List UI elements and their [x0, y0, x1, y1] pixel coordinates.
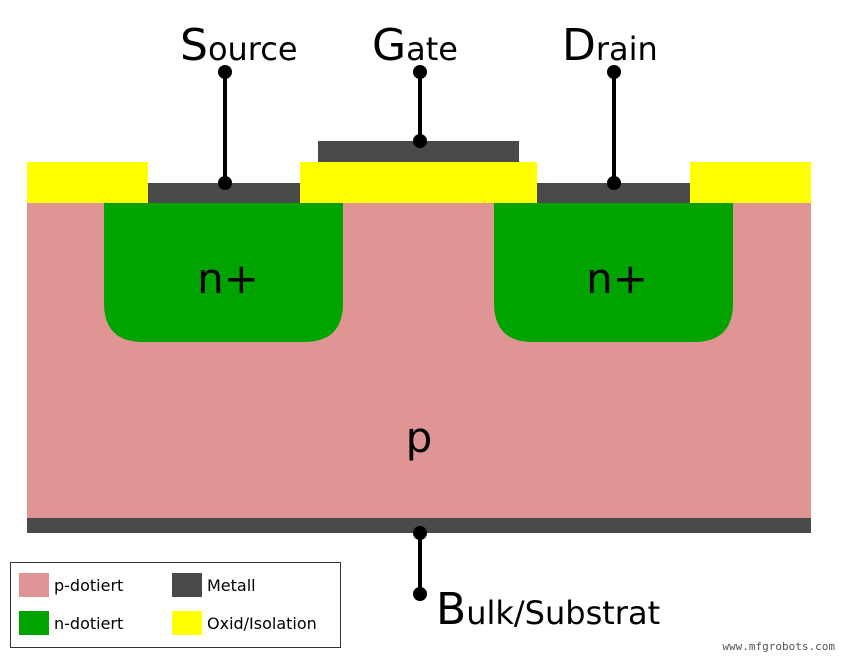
legend-swatch-metal	[172, 573, 202, 597]
legend-swatch-n-doped	[19, 611, 49, 635]
n-plus-drain-label: n+	[586, 254, 648, 303]
legend: p-dotiert Metall n-dotiert Oxid/Isolatio…	[10, 562, 341, 648]
n-plus-source-label: n+	[197, 254, 259, 303]
oxide-right	[690, 162, 811, 203]
legend-item-p-doped: p-dotiert	[19, 573, 123, 597]
legend-label-p-doped: p-dotiert	[54, 575, 124, 595]
source-metal-contact	[148, 183, 300, 203]
drain-lead	[607, 65, 621, 190]
legend-label-metal: Metall	[207, 575, 256, 595]
legend-item-metal: Metall	[172, 573, 256, 597]
gate-label: Gate	[372, 20, 458, 71]
n-plus-source-region	[104, 203, 343, 342]
source-lead	[218, 65, 232, 190]
drain-metal-contact	[537, 183, 690, 203]
gate-oxide	[300, 162, 537, 203]
p-substrate-label: p	[406, 413, 433, 462]
bulk-metal-contact	[27, 518, 811, 533]
gate-metal	[318, 141, 519, 162]
bulk-lead	[413, 526, 427, 601]
legend-swatch-oxide	[172, 611, 202, 635]
watermark: www.mfgrobots.com	[722, 640, 835, 653]
source-label: Source	[180, 20, 298, 71]
n-plus-drain-region	[494, 203, 733, 342]
legend-item-oxide: Oxid/Isolation	[172, 611, 317, 635]
bulk-label: Bulk/Substrat	[436, 584, 660, 635]
gate-lead	[413, 65, 427, 148]
legend-swatch-p-doped	[19, 573, 49, 597]
legend-label-n-doped: n-dotiert	[54, 613, 124, 633]
legend-item-n-doped: n-dotiert	[19, 611, 123, 635]
drain-label: Drain	[562, 20, 658, 71]
legend-label-oxide: Oxid/Isolation	[207, 613, 317, 633]
oxide-left	[27, 162, 148, 203]
